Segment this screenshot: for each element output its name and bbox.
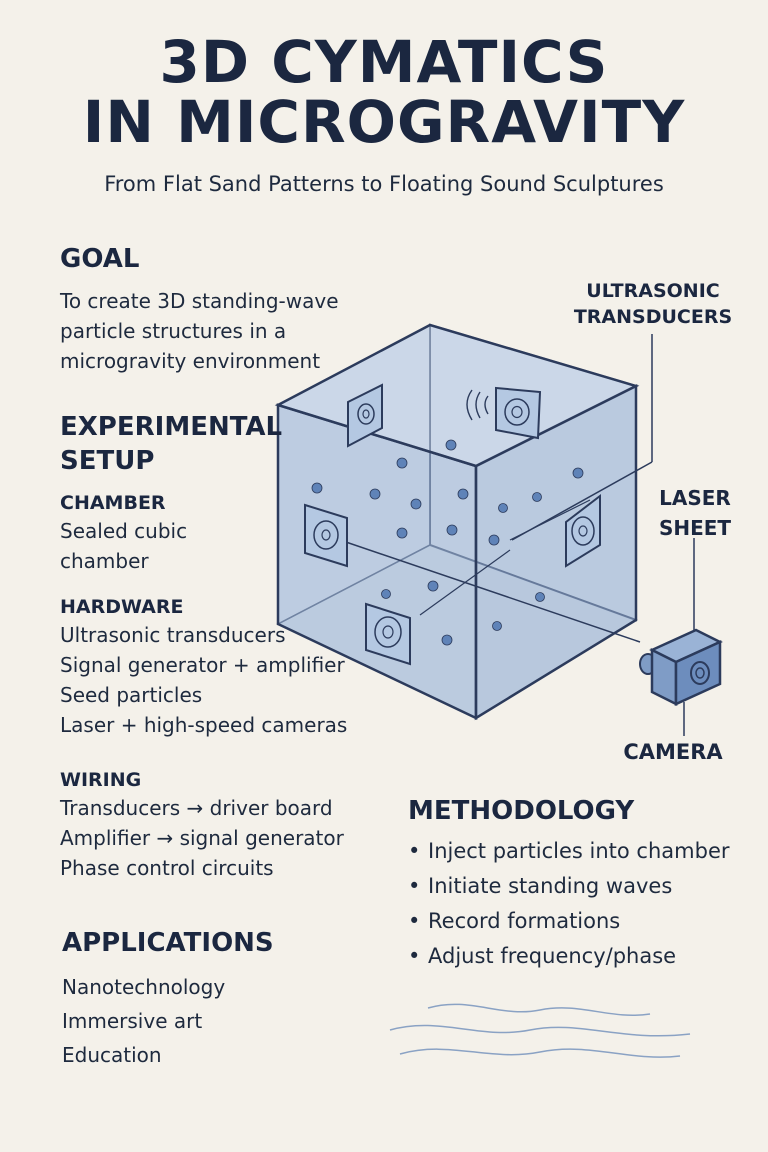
- goal-line: particle structures in a: [60, 319, 287, 343]
- wiring-line: Amplifier → signal generator: [60, 826, 344, 850]
- particle: [572, 467, 584, 479]
- particle: [492, 621, 502, 631]
- hardware-heading: HARDWARE: [60, 596, 184, 618]
- chamber-section: CHAMBER Sealed cubic chamber: [60, 490, 340, 576]
- particle: [396, 457, 408, 469]
- transducer-top-left-icon: [347, 383, 383, 448]
- particle: [446, 524, 458, 536]
- title-line-1: 3D CYMATICS: [159, 28, 609, 96]
- transducers-label-line-1: ULTRASONIC: [586, 280, 720, 302]
- hardware-section: HARDWARE Ultrasonic transducers Signal g…: [60, 594, 380, 740]
- chamber-line: chamber: [60, 549, 149, 573]
- particle: [381, 589, 391, 599]
- particle: [488, 534, 500, 546]
- applications-heading: APPLICATIONS: [62, 928, 274, 958]
- setup-heading-line-2: SETUP: [60, 446, 155, 476]
- page-title: 3D CYMATICS IN MICROGRAVITY: [0, 32, 768, 152]
- goal-section: GOAL To create 3D standing-wave particle…: [60, 242, 390, 376]
- methodology-heading: METHODOLOGY: [408, 796, 635, 826]
- goal-text: To create 3D standing-wave particle stru…: [60, 286, 390, 376]
- particle: [441, 634, 453, 646]
- hardware-line: Signal generator + amplifier: [60, 653, 345, 677]
- laser-sheet-label: LASER SHEET: [646, 483, 744, 543]
- setup-heading-line-1: EXPERIMENTAL: [60, 412, 283, 442]
- wiring-line: Transducers → driver board: [60, 796, 333, 820]
- transducers-callout-line-2: [511, 461, 653, 541]
- page-subtitle: From Flat Sand Patterns to Floating Soun…: [104, 172, 664, 196]
- seed-particles: [311, 439, 584, 646]
- hardware-line: Laser + high-speed cameras: [60, 713, 348, 737]
- title-line-2: IN MICROGRAVITY: [82, 88, 686, 156]
- particle: [445, 439, 457, 451]
- goal-line: To create 3D standing-wave: [60, 289, 339, 313]
- particle: [427, 580, 439, 592]
- transducer-left-icon: [304, 503, 348, 568]
- transducers-label: ULTRASONIC TRANSDUCERS: [540, 278, 766, 330]
- camera-icon: [639, 628, 723, 707]
- methodology-section: METHODOLOGY Inject particles into chambe…: [408, 794, 758, 974]
- application-item: Immersive art: [62, 1009, 203, 1033]
- methodology-item: Initiate standing waves: [408, 869, 758, 904]
- particle: [410, 498, 422, 510]
- chamber-line: Sealed cubic: [60, 519, 188, 543]
- applications-section: APPLICATIONS Nanotechnology Immersive ar…: [62, 926, 362, 1072]
- goal-line: microgravity environment: [60, 349, 321, 373]
- particle: [311, 482, 323, 494]
- laser-label-line-2: SHEET: [658, 516, 732, 540]
- goal-heading: GOAL: [60, 244, 140, 274]
- wiring-section: WIRING Transducers → driver board Amplif…: [60, 767, 390, 883]
- transducer-right-icon: [565, 493, 601, 568]
- camera-label: CAMERA: [623, 740, 723, 764]
- application-item: Education: [62, 1043, 162, 1067]
- laser-label-line-1: LASER: [659, 486, 731, 510]
- wiring-line: Phase control circuits: [60, 856, 274, 880]
- particle: [535, 592, 545, 602]
- particle: [532, 492, 542, 502]
- decorative-waves: [389, 1003, 691, 1058]
- hardware-line: Seed particles: [60, 683, 203, 707]
- particle: [369, 488, 381, 500]
- methodology-list: Inject particles into chamber Initiate s…: [408, 834, 758, 974]
- transducers-label-line-2: TRANSDUCERS: [573, 306, 733, 328]
- particle: [396, 527, 408, 539]
- transducer-bottom-icon: [365, 602, 411, 666]
- transducer-top-right-icon: [466, 386, 542, 440]
- methodology-item: Record formations: [408, 904, 758, 939]
- particle: [457, 488, 469, 500]
- hardware-line: Ultrasonic transducers: [60, 623, 286, 647]
- laser-sheet-line: [339, 539, 641, 643]
- particle: [498, 503, 508, 513]
- methodology-item: Inject particles into chamber: [408, 834, 758, 869]
- chamber-heading: CHAMBER: [60, 492, 166, 514]
- application-item: Nanotechnology: [62, 975, 226, 999]
- interior-diagonal-line: [419, 549, 511, 616]
- wiring-heading: WIRING: [60, 769, 142, 791]
- methodology-item: Adjust frequency/phase: [408, 939, 758, 974]
- experimental-setup-heading: EXPERIMENTAL SETUP: [60, 410, 360, 478]
